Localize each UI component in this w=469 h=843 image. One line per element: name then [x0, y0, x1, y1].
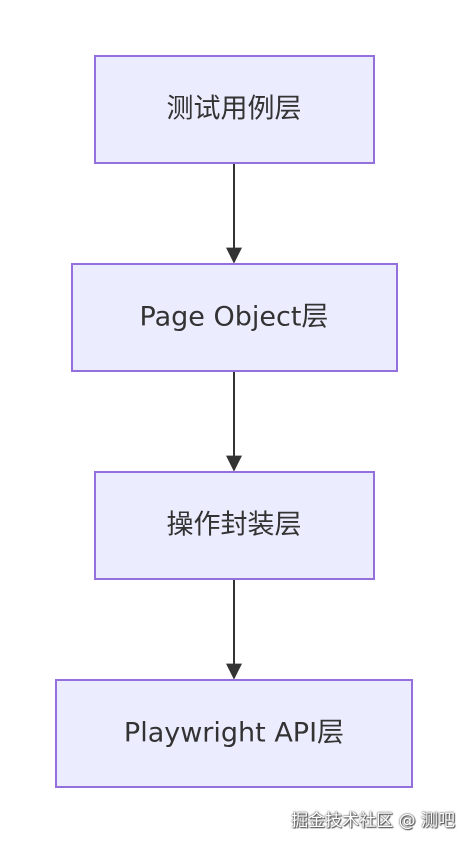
node-page-object-layer: Page Object层	[71, 263, 398, 372]
node-playwright-api-layer: Playwright API层	[55, 679, 413, 788]
node-operation-wrapper-layer: 操作封装层	[94, 471, 375, 580]
node-label: 操作封装层	[167, 510, 302, 541]
node-label: 测试用例层	[167, 94, 302, 125]
node-box	[94, 471, 375, 580]
watermark: 掘金技术社区 @ 测吧	[291, 811, 455, 831]
node-box	[94, 55, 375, 164]
node-box	[55, 679, 413, 788]
node-label: Playwright API层	[124, 718, 344, 749]
node-test-case-layer: 测试用例层	[94, 55, 375, 164]
node-label: Page Object层	[140, 302, 329, 333]
node-box	[71, 263, 398, 372]
